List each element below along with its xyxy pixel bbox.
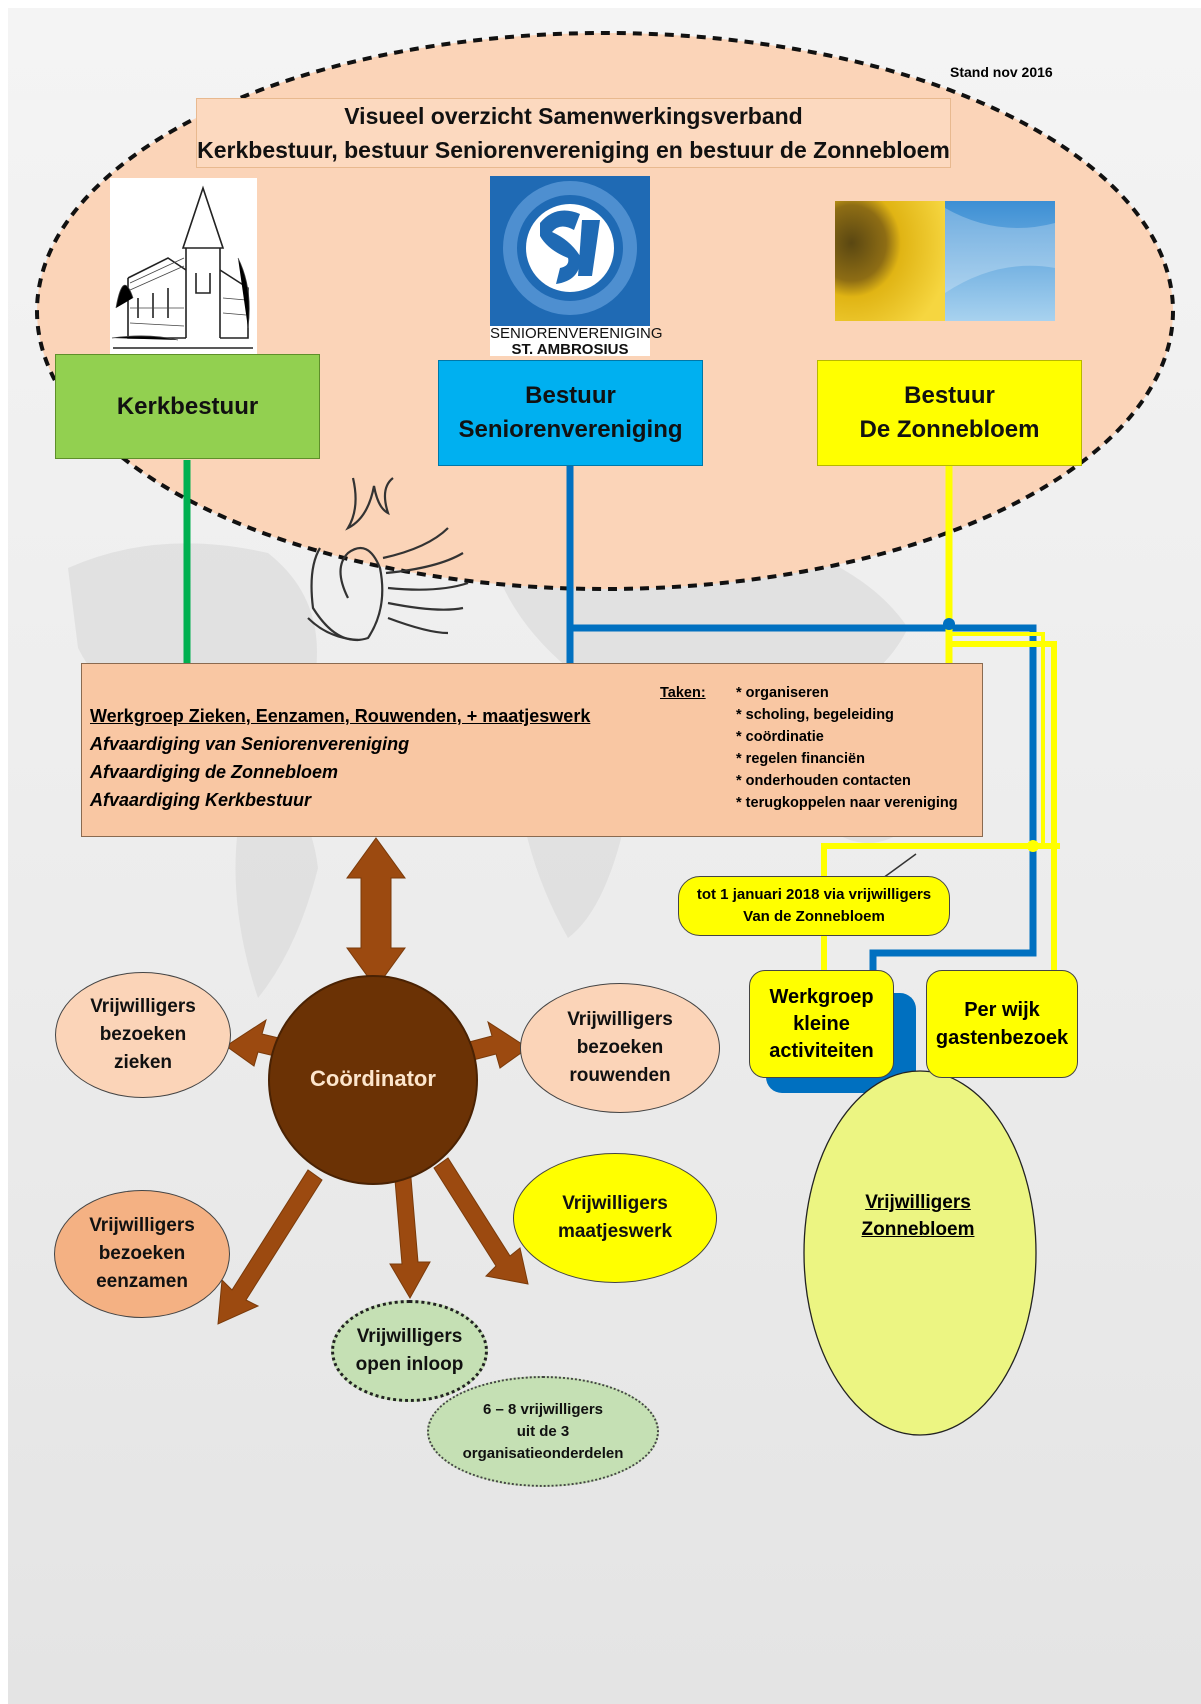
- zonnebloem-box: Bestuur De Zonnebloem: [817, 360, 1082, 466]
- senioren-line2: Seniorenvereniging: [458, 416, 683, 443]
- task-item: * coördinatie: [736, 729, 824, 745]
- per-wijk-gastenbezoek-box: Per wijk gastenbezoek: [926, 970, 1078, 1078]
- callout-line1: tot 1 januari 2018 via vrijwilligers: [696, 886, 932, 903]
- kerkbestuur-box: Kerkbestuur: [55, 354, 320, 459]
- werkgroep-text: Werkgroep Zieken, Eenzamen, Rouwenden, +…: [90, 702, 590, 814]
- blue-connector-right: [570, 624, 1037, 993]
- maatjes-line2: maatjeswerk: [557, 1221, 673, 1242]
- zieken-line2: bezoeken: [99, 1024, 187, 1045]
- rouwenden-line1: Vrijwilligers: [567, 1009, 673, 1030]
- kleine-line3: activiteiten: [769, 1039, 874, 1062]
- callout-line2: Van de Zonnebloem: [743, 908, 885, 925]
- arrow-down: [389, 1165, 431, 1300]
- inloop-line2: open inloop: [355, 1354, 464, 1375]
- zieken-line1: Vrijwilligers: [90, 996, 196, 1017]
- coordinator-circle: [268, 975, 478, 1185]
- zonnebloem-line2: De Zonnebloem: [859, 416, 1040, 443]
- task-item: * organiseren: [736, 685, 829, 701]
- afvaardiging-senioren: Afvaardiging van Seniorenvereniging: [90, 734, 410, 754]
- arrow-down-left: [217, 1169, 323, 1325]
- wijk-line2: gastenbezoek: [935, 1027, 1069, 1049]
- eenzamen-line3: eenzamen: [96, 1271, 188, 1292]
- yellow-connector-inner: [949, 632, 1045, 846]
- maatjes-line1: Vrijwilligers: [562, 1193, 668, 1214]
- double-arrow-vertical: [346, 837, 406, 989]
- vrijwilligers-zonnebloem-label: Vrijwilligers Zonnebloem: [828, 1186, 1008, 1246]
- task-list: * organiseren * scholing, begeleiding * …: [736, 682, 958, 814]
- stand-label: Stand nov 2016: [950, 64, 1053, 80]
- task-item: * terugkoppelen naar vereniging: [736, 795, 958, 811]
- seniors-logo-icon: [490, 176, 650, 356]
- oval-zieken: Vrijwilligers bezoeken zieken: [55, 972, 231, 1098]
- zieken-line3: zieken: [113, 1052, 173, 1073]
- werkgroep-title: Werkgroep Zieken, Eenzamen, Rouwenden, +…: [90, 706, 591, 726]
- church-drawing-icon: [110, 178, 257, 361]
- rouwenden-line2: bezoeken: [576, 1037, 664, 1058]
- werkgroep-kleine-activiteiten-box: Werkgroep kleine activiteiten: [749, 970, 894, 1078]
- title-line1: Visueel overzicht Samenwerkingsverband: [344, 103, 803, 129]
- inloop-line1: Vrijwilligers: [356, 1326, 463, 1347]
- arrow-down-right: [433, 1157, 529, 1285]
- callout-zonnebloem: tot 1 januari 2018 via vrijwilligers Van…: [678, 876, 950, 936]
- oval-open-inloop: Vrijwilligers open inloop: [331, 1300, 488, 1402]
- sunflower-photo-icon: [835, 201, 1055, 321]
- aantal-line3: organisatieonderdelen: [462, 1444, 624, 1462]
- oval-rouwenden: Vrijwilligers bezoeken rouwenden: [520, 983, 720, 1113]
- oval-maatjeswerk: Vrijwilligers maatjeswerk: [513, 1153, 717, 1283]
- vz-line2: Zonnebloem: [861, 1219, 975, 1240]
- callout-leader: [882, 853, 917, 879]
- oval-eenzamen: Vrijwilligers bezoeken eenzamen: [54, 1190, 230, 1318]
- yellow-connector-right: [949, 641, 1057, 973]
- angel-wing-icon: [307, 477, 469, 642]
- task-item: * onderhouden contacten: [736, 773, 911, 789]
- task-item: * regelen financiën: [736, 751, 865, 767]
- aantal-line2: uit de 3: [516, 1422, 570, 1440]
- page: Stand nov 2016 Visueel overzicht Samenwe…: [8, 8, 1201, 1704]
- kleine-line2: kleine: [793, 1012, 850, 1035]
- aantal-line1: 6 – 8 vrijwilligers: [482, 1400, 604, 1418]
- title-line2: Kerkbestuur, bestuur Seniorenvereniging …: [197, 137, 950, 163]
- senioren-line1: Bestuur: [525, 382, 616, 409]
- zonnebloem-line1: Bestuur: [904, 382, 995, 409]
- logo-caption-line1: SENIORENVERENIGING: [490, 325, 663, 342]
- afvaardiging-zonnebloem: Afvaardiging de Zonnebloem: [90, 762, 339, 782]
- page-title: Visueel overzicht Samenwerkingsverband K…: [196, 98, 951, 168]
- vrijwilligers-zonnebloem-ellipse: [803, 1070, 1037, 1436]
- eenzamen-line2: bezoeken: [98, 1243, 186, 1264]
- wijk-line1: Per wijk: [964, 999, 1040, 1021]
- coordinator-label: Coördinator: [310, 1066, 436, 1091]
- seniorenvereniging-box: Bestuur Seniorenvereniging: [438, 360, 703, 466]
- task-item: * scholing, begeleiding: [736, 707, 894, 723]
- afvaardiging-kerk: Afvaardiging Kerkbestuur: [90, 790, 312, 810]
- rouwenden-line3: rouwenden: [569, 1065, 671, 1086]
- werkgroep-box: Werkgroep Zieken, Eenzamen, Rouwenden, +…: [81, 663, 983, 837]
- kleine-line1: Werkgroep: [769, 985, 874, 1008]
- eenzamen-line1: Vrijwilligers: [89, 1215, 195, 1236]
- oval-aantal-vrijwilligers: 6 – 8 vrijwilligers uit de 3 organisatie…: [427, 1376, 659, 1487]
- vz-line1: Vrijwilligers: [865, 1192, 971, 1213]
- taken-label: Taken:: [660, 685, 706, 701]
